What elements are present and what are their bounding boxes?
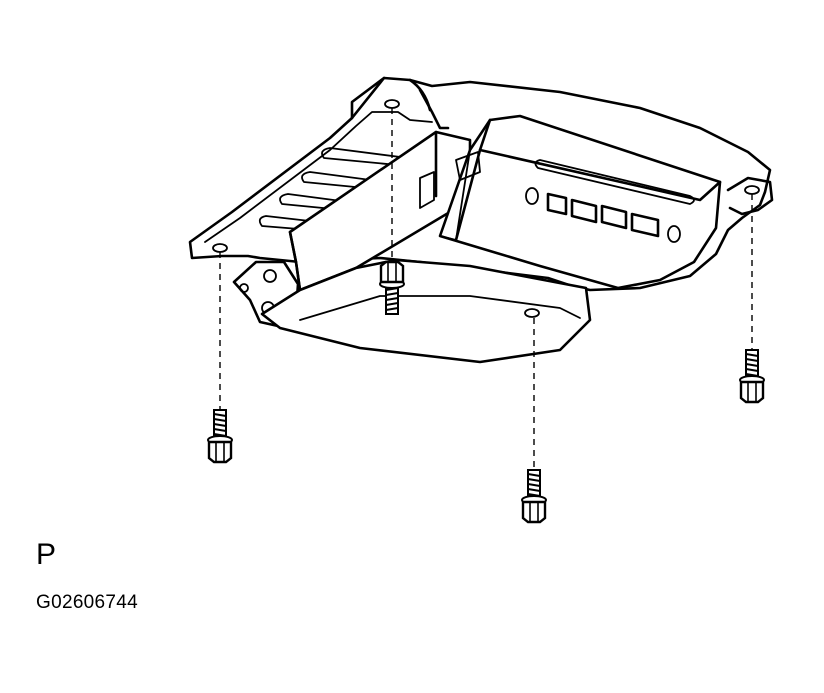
bolt	[207, 409, 233, 464]
figure-id: G02606744	[36, 592, 139, 613]
radio-knob-right	[667, 225, 681, 243]
bolt-head	[207, 440, 233, 464]
bolt-thread	[745, 368, 759, 372]
bolts	[207, 260, 765, 524]
bolt-thread	[385, 297, 399, 301]
bolt-thread	[527, 473, 541, 477]
bolt-head	[521, 500, 547, 524]
radio-button	[546, 192, 568, 216]
bolt-thread	[527, 478, 541, 482]
bolt	[379, 260, 405, 315]
bolt-thread	[385, 292, 399, 296]
bolt-thread	[213, 428, 227, 432]
radio-button	[570, 198, 598, 224]
bolt-thread	[385, 307, 399, 311]
radio-knob-left	[525, 187, 539, 205]
alignment-lines	[219, 108, 753, 472]
bolt-head	[379, 260, 405, 284]
bolt-thread	[745, 358, 759, 362]
radio-vent	[534, 159, 695, 205]
radio-button	[600, 204, 628, 230]
bolt-thread	[527, 483, 541, 487]
bolt-thread	[213, 423, 227, 427]
radio-button	[630, 212, 660, 238]
view-label: P	[36, 538, 57, 571]
bolt-thread	[213, 413, 227, 417]
bolt-thread	[385, 302, 399, 306]
tray-hole	[524, 308, 540, 318]
bolt-head	[739, 380, 765, 404]
bolt-thread	[745, 363, 759, 367]
bolt-thread	[527, 488, 541, 492]
bolt	[521, 469, 547, 524]
bolt-thread	[213, 418, 227, 422]
lower-tray	[260, 258, 592, 364]
radio-unit	[438, 114, 722, 290]
bolt-thread	[745, 353, 759, 357]
bolt	[739, 349, 765, 404]
